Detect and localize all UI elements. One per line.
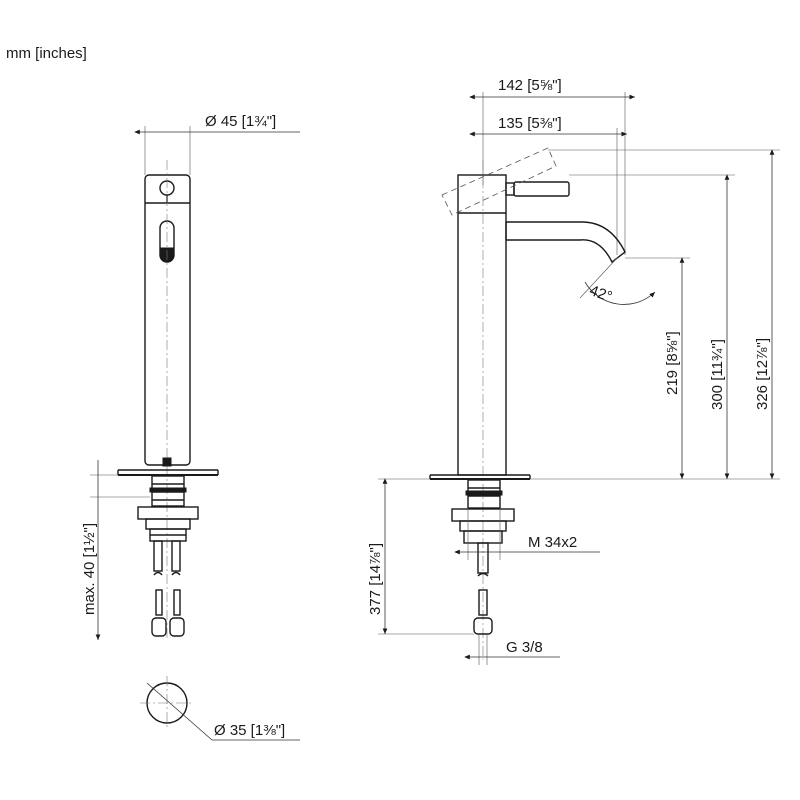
dim-outlet-height: 219 [8⅝"]	[664, 331, 681, 395]
front-view: Ø 45 [1¾"]	[81, 113, 300, 741]
dim-angle: 42°	[587, 282, 614, 306]
dim-thread: M 34x2	[528, 534, 577, 551]
dim-top-diameter: Ø 45 [1¾"]	[205, 113, 276, 130]
lever-handle	[513, 181, 570, 197]
side-view: 142 [5⅝"] 135 [5⅜"] 42°	[367, 77, 780, 665]
faucet-body	[144, 174, 191, 466]
dim-connection: G 3/8	[506, 639, 543, 656]
dim-reach-outer: 142 [5⅝"]	[498, 77, 562, 94]
dim-spout-height: 300 [11¾"]	[709, 339, 726, 410]
dim-reach-inner: 135 [5⅜"]	[498, 115, 562, 132]
dim-depth-under: 377 [14⅞"]	[367, 543, 384, 615]
dim-base-diameter: Ø 35 [1⅜"]	[214, 722, 285, 739]
dim-total-height: 326 [12⅞"]	[754, 338, 771, 410]
dim-max-thickness: max. 40 [1½"]	[81, 523, 98, 615]
faucet-body-side	[457, 174, 507, 476]
units-label: mm [inches]	[6, 45, 87, 62]
